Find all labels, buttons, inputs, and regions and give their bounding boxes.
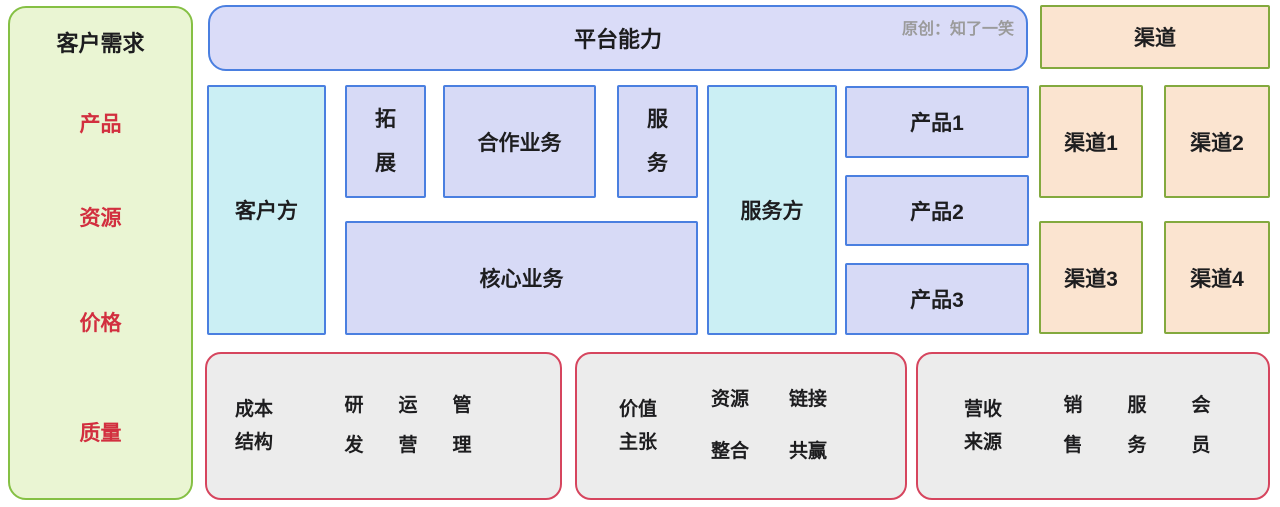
word-linking: 链接	[789, 389, 828, 410]
product-2-box: 产品2	[845, 175, 1029, 246]
word-resources: 资源	[711, 389, 750, 410]
value-proposition-box: 价值 主张 资源 链接 整合 共赢	[575, 352, 907, 500]
channel-4-box: 渠道4	[1164, 221, 1270, 334]
channel-2-box: 渠道2	[1164, 85, 1270, 198]
need-item-product: 产品	[79, 113, 122, 136]
expand-box-label: 拓展	[375, 107, 396, 175]
customer-needs-panel: 客户需求 产品 资源 价格 质量	[8, 6, 193, 500]
word-membership: 会员	[1191, 395, 1211, 456]
product-1-box: 产品1	[845, 86, 1029, 158]
cost-structure-label-line1: 成本	[235, 399, 274, 420]
word-sales: 销售	[1063, 395, 1083, 456]
channel-3-box: 渠道3	[1039, 221, 1143, 334]
cost-structure-box: 成本 结构 研发 运营 管理	[205, 352, 562, 500]
channel-header: 渠道	[1040, 5, 1270, 69]
revenue-source-box: 营收 来源 销售 服务 会员	[916, 352, 1270, 500]
service-box-label: 服务	[647, 107, 668, 175]
word-operations: 运营	[398, 395, 418, 456]
customer-side-box: 客户方	[207, 85, 326, 335]
revenue-source-label-line1: 营收	[964, 399, 1003, 420]
value-proposition-words: 资源 链接 整合 共赢	[711, 387, 827, 465]
service-box: 服务	[617, 85, 698, 198]
word-management: 管理	[452, 395, 472, 456]
word-win-win: 共赢	[789, 441, 828, 462]
word-rnd: 研发	[344, 395, 364, 456]
revenue-source-words: 销售 服务 会员	[1062, 386, 1212, 466]
cooperation-business-box: 合作业务	[443, 85, 596, 198]
service-side-box: 服务方	[707, 85, 837, 335]
word-service: 服务	[1127, 395, 1147, 456]
revenue-source-label-line2: 来源	[964, 432, 1003, 453]
customer-needs-title: 客户需求	[56, 31, 145, 56]
cost-structure-label-line2: 结构	[235, 432, 274, 453]
value-proposition-label-line2: 主张	[619, 432, 658, 453]
channel-1-box: 渠道1	[1039, 85, 1143, 198]
revenue-source-label: 营收 来源	[964, 393, 1002, 459]
value-proposition-label-line1: 价值	[619, 399, 658, 420]
core-business-box: 核心业务	[345, 221, 698, 335]
value-proposition-label: 价值 主张	[619, 393, 657, 459]
word-integration: 整合	[711, 441, 750, 462]
cost-structure-label: 成本 结构	[235, 393, 273, 459]
product-3-box: 产品3	[845, 263, 1029, 335]
cost-structure-words: 研发 运营 管理	[343, 386, 473, 466]
need-item-resource: 资源	[79, 207, 122, 230]
need-item-quality: 质量	[79, 422, 122, 445]
watermark-credit: 原创：知了一笑	[901, 21, 1014, 38]
need-item-price: 价格	[79, 312, 122, 335]
platform-capability-banner: 平台能力 原创：知了一笑	[208, 5, 1028, 71]
platform-capability-title: 平台能力	[573, 27, 662, 52]
expand-box: 拓展	[345, 85, 426, 198]
